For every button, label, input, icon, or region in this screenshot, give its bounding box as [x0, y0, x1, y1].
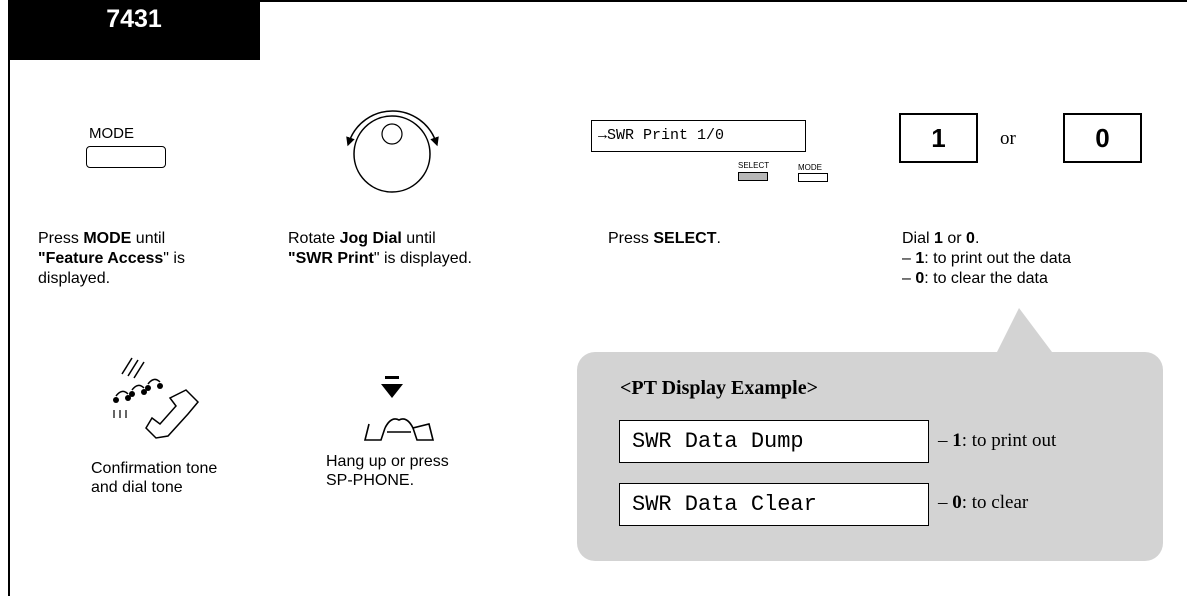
- step2-description: Rotate Jog Dial until "SWR Print" is dis…: [288, 230, 472, 267]
- select-button-label: SELECT: [738, 161, 770, 170]
- pt-display-row-dump: SWR Data Dump: [619, 420, 929, 463]
- mode-small-button-icon: [798, 173, 828, 182]
- hang-up-icon: [363, 376, 435, 441]
- key-1: 1: [899, 113, 978, 163]
- jog-dial-icon: [346, 110, 439, 193]
- hang-up-caption: Hang up or press SP-PHONE.: [326, 453, 449, 489]
- lcd-display: →SWR Print 1/0: [591, 120, 806, 152]
- frame-left-border: [8, 0, 10, 596]
- handset-tone-icon: [113, 357, 200, 439]
- mode-small-label: MODE: [798, 163, 822, 172]
- step4-description: Dial 1 or 0. – 1: to print out the data …: [902, 230, 1072, 287]
- example-note-dump: – 1: to print out: [938, 430, 1057, 451]
- step3-description: Press SELECT.: [608, 230, 721, 247]
- feature-number-tab: 7431: [8, 0, 260, 60]
- feature-number: 7431: [106, 4, 162, 33]
- step1-description: Press MODE until "Feature Access" is dis…: [38, 230, 185, 287]
- example-note-clear: – 0: to clear: [938, 492, 1029, 513]
- pt-display-row-clear: SWR Data Clear: [619, 483, 929, 526]
- frame-top-border: [8, 0, 1187, 2]
- or-word: or: [1000, 128, 1016, 149]
- key-0: 0: [1063, 113, 1142, 163]
- example-title: <PT Display Example>: [620, 377, 819, 399]
- select-button-icon: [738, 172, 768, 181]
- mode-button-icon: [86, 146, 166, 168]
- callout-pointer: [995, 308, 1055, 356]
- confirmation-caption: Confirmation tone and dial tone: [91, 460, 218, 496]
- mode-button-label: MODE: [89, 125, 134, 142]
